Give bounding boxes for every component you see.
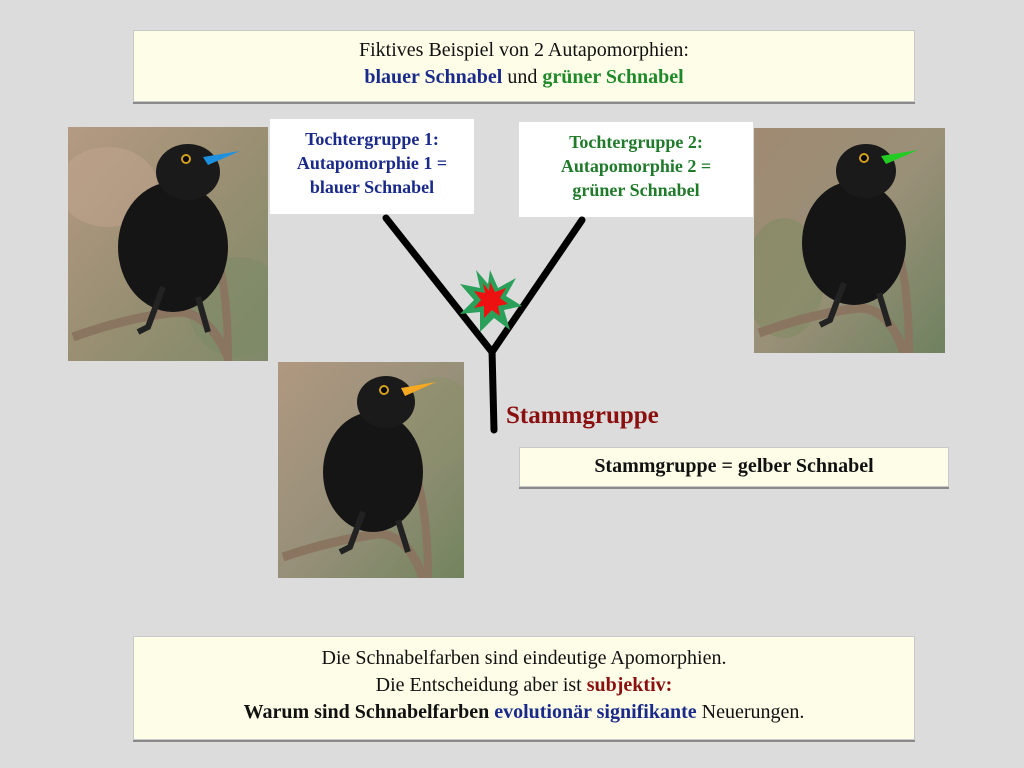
daughter-group-2-box: Tochtergruppe 2: Autapomorphie 2 = grüne… — [519, 122, 753, 217]
branch-right — [488, 216, 586, 356]
branch-stem — [488, 346, 498, 434]
stem-group-box: Stammgruppe = gelber Schnabel — [519, 447, 949, 487]
footer-line-2: Die Entscheidung aber ist subjektiv: — [134, 672, 914, 699]
footer-line-3: Warum sind Schnabelfarben evolutionär si… — [134, 699, 914, 726]
branch-left — [382, 214, 496, 356]
subjective-text: subjektiv: — [586, 674, 673, 696]
daughter-group-1-box: Tochtergruppe 1: Autapomorphie 1 = blaue… — [270, 119, 474, 214]
footer-box: Die Schnabelfarben sind eindeutige Apomo… — [133, 636, 915, 740]
footer-line-1: Die Schnabelfarben sind eindeutige Apomo… — [321, 647, 727, 669]
daughter-2-line-3: grüner Schnabel — [572, 180, 700, 200]
title-line-2: blauer Schnabel und grüner Schnabel — [134, 64, 914, 91]
daughter-1-line-2: Autapomorphie 1 = — [296, 153, 448, 173]
daughter-2-line-1: Tochtergruppe 2: — [569, 132, 703, 152]
daughter-1-line-1: Tochtergruppe 1: — [305, 129, 439, 149]
blackbird-yellow-beak-photo — [278, 362, 464, 578]
title-line-1: Fiktives Beispiel von 2 Autapomorphien: — [359, 39, 689, 61]
daughter-1-line-3: blauer Schnabel — [309, 177, 435, 197]
title-box: Fiktives Beispiel von 2 Autapomorphien: … — [133, 30, 915, 102]
green-beak-text: grüner Schnabel — [542, 66, 684, 88]
apomorphy-star-icon — [460, 270, 522, 332]
stem-group-label: Stammgruppe — [506, 402, 659, 429]
daughter-2-line-2: Autapomorphie 2 = — [560, 156, 712, 176]
footer-line-2-text: Die Entscheidung aber ist — [375, 674, 587, 696]
footer-line-3-text: Warum sind Schnabelfarben — [243, 701, 495, 723]
blackbird-green-beak-photo — [754, 128, 945, 353]
blackbird-blue-beak-photo — [68, 127, 268, 361]
footer-line-3-end: Neuerungen. — [696, 701, 805, 723]
title-and-text: und — [502, 66, 543, 88]
blue-beak-text: blauer Schnabel — [364, 66, 503, 88]
evolutionary-significant-text: evolutionär signifikante — [494, 701, 697, 723]
